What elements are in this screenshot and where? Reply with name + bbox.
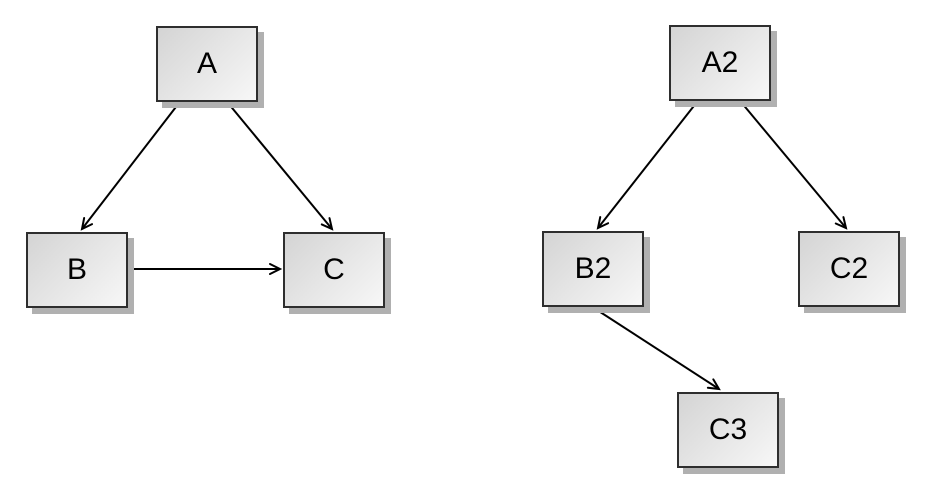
node-C2-label: C2 bbox=[829, 252, 869, 285]
node-A-label: A bbox=[196, 47, 217, 80]
node-C[interactable]: C bbox=[283, 232, 385, 308]
edge-A2-B2 bbox=[596, 101, 698, 230]
edge-B2-C3 bbox=[593, 307, 721, 391]
edge-A-C bbox=[227, 102, 334, 231]
edge-A-B bbox=[80, 102, 180, 231]
node-A2-label: A2 bbox=[701, 46, 739, 79]
node-B2-label: B2 bbox=[574, 252, 612, 285]
node-C2[interactable]: C2 bbox=[798, 231, 900, 307]
node-C-label: C bbox=[323, 253, 345, 286]
node-C3[interactable]: C3 bbox=[677, 392, 779, 468]
node-B[interactable]: B bbox=[26, 232, 128, 308]
node-C3-label: C3 bbox=[708, 413, 748, 446]
edge-A2-C2 bbox=[740, 101, 848, 230]
node-A[interactable]: A bbox=[156, 26, 258, 102]
node-A2[interactable]: A2 bbox=[669, 25, 771, 101]
node-B2[interactable]: B2 bbox=[542, 231, 644, 307]
node-B-label: B bbox=[66, 253, 87, 286]
